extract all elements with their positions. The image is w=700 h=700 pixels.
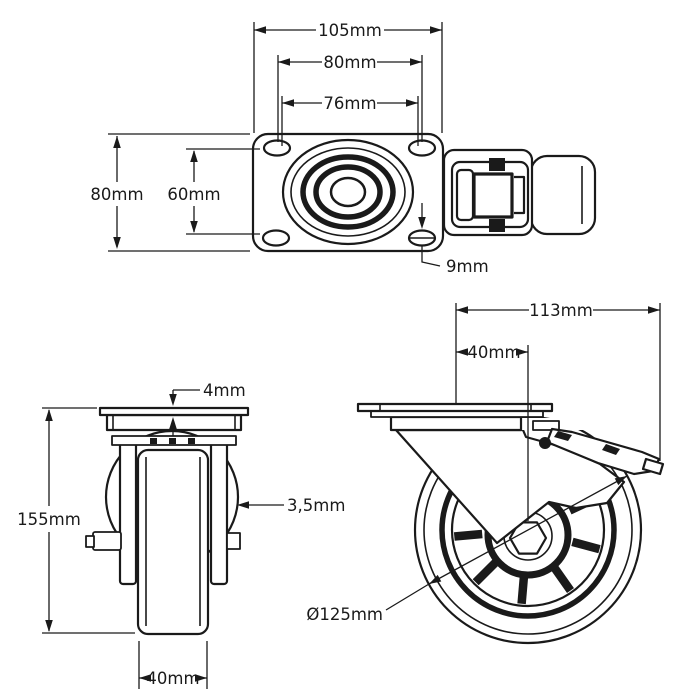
fork-side — [394, 428, 626, 545]
dim-label-3-5mm: 3,5mm — [287, 496, 345, 515]
bolt-hole-bottom-left — [261, 229, 291, 247]
mounting-plate — [251, 132, 445, 253]
top-plate-front — [98, 406, 250, 417]
dim-wheel-diameter: Ø125mm — [306, 475, 628, 624]
wheel-front — [136, 448, 210, 636]
fork-leg-right — [209, 436, 229, 586]
brake-pedal-tip — [641, 457, 665, 476]
dim-label-9mm: 9mm — [446, 257, 489, 276]
side-view: 113mm 40mm Ø125mm — [306, 301, 665, 645]
brake-housing-top — [442, 148, 597, 237]
dim-label-60mm: 60mm — [167, 185, 220, 204]
fork-leg-left — [118, 436, 138, 586]
brake-lever — [539, 427, 665, 476]
axle-stub-right — [226, 532, 241, 550]
dim-label-155mm: 155mm — [17, 510, 81, 529]
bearing-rings — [281, 138, 415, 246]
dim-bracket-thickness: 3,5mm — [237, 496, 345, 515]
dim-hole-pitch-long: 80mm — [277, 53, 423, 142]
brake-mount — [532, 420, 560, 431]
brake-pivot — [539, 437, 551, 449]
bolt-hole-top-right — [407, 139, 437, 157]
dim-wheel-width: 40mm — [138, 641, 208, 689]
front-view: 4mm 155mm 3,5mm 40mm — [17, 381, 345, 689]
top-view: 105mm 80mm 76mm — [90, 21, 597, 276]
brake-pedal-top — [529, 154, 597, 236]
dim-plate-length: 105mm — [253, 21, 443, 133]
top-plate-side — [356, 402, 554, 413]
dim-hole-size: 9mm — [418, 203, 489, 276]
hex-nut — [508, 521, 548, 555]
dim-overall-length: 113mm — [455, 301, 661, 461]
dim-swivel-offset: 40mm — [456, 343, 529, 521]
axle-nut-left — [92, 531, 122, 551]
dim-overall-height: 155mm — [17, 407, 135, 634]
dim-plate-thickness: 4mm — [169, 381, 246, 436]
dim-label-125mm: Ø125mm — [306, 605, 383, 624]
dim-hole-pitch-inner: 76mm — [281, 94, 419, 146]
dim-label-4mm: 4mm — [203, 381, 246, 400]
dim-plate-width: 80mm — [90, 133, 250, 252]
dim-label-76mm: 76mm — [323, 94, 376, 113]
bolt-hole-top-left — [262, 139, 292, 157]
bolt-holes — [261, 139, 437, 247]
dim-label-80mm-top: 80mm — [323, 53, 376, 72]
dim-hole-pitch-short: 60mm — [167, 148, 260, 235]
dim-label-105mm: 105mm — [318, 21, 382, 40]
swivel-housing-side — [389, 415, 523, 432]
dim-label-40mm-offset: 40mm — [467, 343, 520, 362]
dim-label-40mm-width: 40mm — [146, 669, 199, 688]
dim-label-113mm: 113mm — [529, 301, 593, 320]
dim-label-80mm-left: 80mm — [90, 185, 143, 204]
